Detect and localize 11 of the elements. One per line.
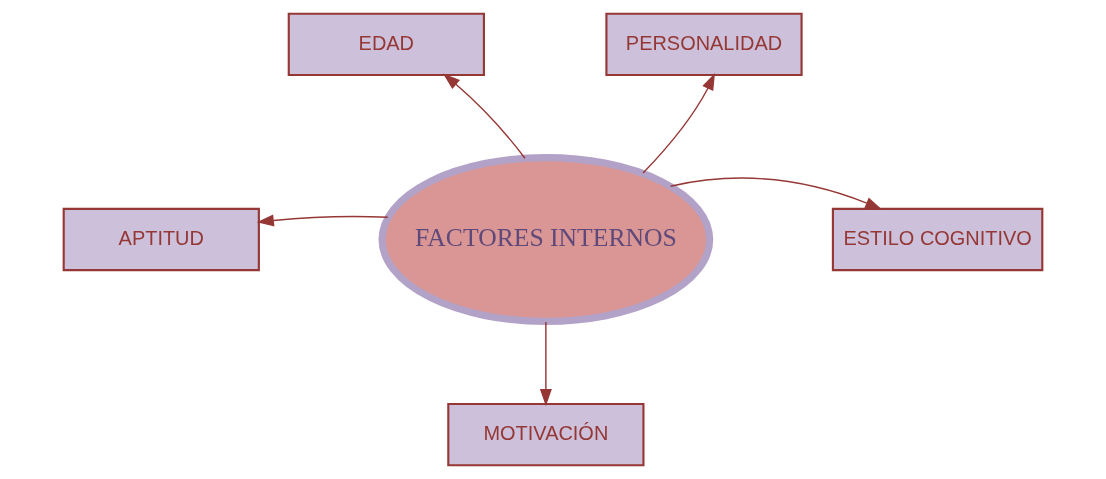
node-box: MOTIVACIÓN — [447, 402, 645, 467]
node-box: APTITUD — [62, 207, 260, 272]
node-box: PERSONALIDAD — [605, 12, 803, 77]
arrow — [642, 73, 715, 174]
arrow — [539, 321, 552, 407]
node-ellipse: FACTORES INTERNOS — [378, 154, 714, 325]
node-box: EDAD — [287, 12, 485, 77]
arrow — [256, 214, 389, 227]
arrow — [669, 177, 883, 210]
arrow — [443, 73, 526, 159]
node-box: ESTILO COGNITIVO — [831, 207, 1044, 272]
